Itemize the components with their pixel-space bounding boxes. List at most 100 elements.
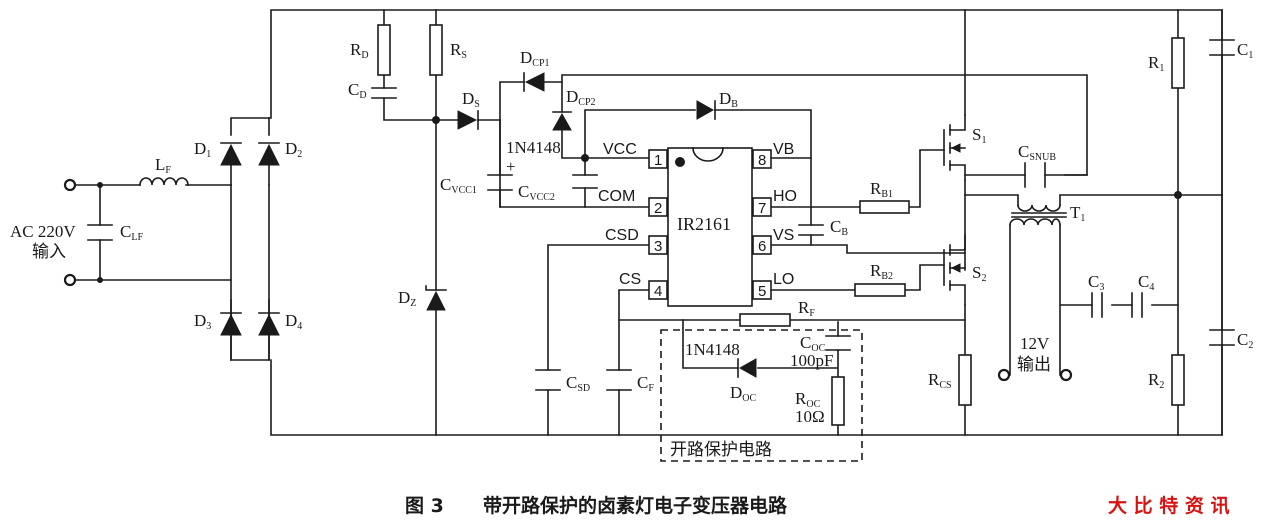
resistor-r2: R2 xyxy=(1148,354,1185,406)
svg-text:DB: DB xyxy=(719,89,738,110)
capacitor-csd: CSD xyxy=(535,369,590,394)
capacitor-c1: C1 xyxy=(1209,39,1253,61)
svg-text:4: 4 xyxy=(654,283,662,300)
dcp2-part-number: 1N4148 xyxy=(506,138,561,157)
junction-dots xyxy=(97,116,1182,283)
svg-text:VB: VB xyxy=(773,141,794,158)
output-label-line2: 输出 xyxy=(1017,355,1051,374)
svg-text:+: + xyxy=(506,157,516,176)
figure-number: 图 3 xyxy=(405,495,444,517)
svg-text:COM: COM xyxy=(598,188,635,205)
svg-text:6: 6 xyxy=(758,238,766,255)
svg-text:CF: CF xyxy=(637,373,654,394)
output-terminals: 12V 输出 xyxy=(997,334,1073,382)
resistor-rb2: RB2 xyxy=(854,261,906,297)
svg-text:3: 3 xyxy=(654,238,662,255)
svg-text:5: 5 xyxy=(758,283,766,300)
svg-text:8: 8 xyxy=(758,152,766,169)
input-label-line1: AC 220V xyxy=(10,222,76,241)
svg-text:S2: S2 xyxy=(972,263,986,284)
svg-text:CSD: CSD xyxy=(605,227,639,244)
diode-db: DB xyxy=(696,89,738,120)
svg-text:DS: DS xyxy=(462,89,480,110)
input-terminal-top xyxy=(63,178,77,192)
resistor-rb1: RB1 xyxy=(859,179,910,214)
svg-text:C4: C4 xyxy=(1138,272,1154,293)
svg-text:DOC: DOC xyxy=(730,383,757,404)
diode-dcp1: DCP1 xyxy=(520,48,550,92)
svg-text:HO: HO xyxy=(773,188,797,205)
capacitor-csnub: CSNUB xyxy=(1018,142,1056,188)
svg-text:RD: RD xyxy=(350,40,369,61)
doc-part-number: 1N4148 xyxy=(685,340,740,359)
watermark: 大 比 特 资 讯 xyxy=(1108,494,1229,517)
svg-text:2: 2 xyxy=(654,200,662,217)
coc-value: 100pF xyxy=(790,351,833,370)
capacitor-cf: CF xyxy=(606,369,654,394)
svg-text:D3: D3 xyxy=(194,311,211,332)
capacitor-cvcc2: CVCC2 xyxy=(518,174,598,203)
svg-text:COC: COC xyxy=(800,333,826,354)
svg-text:D2: D2 xyxy=(285,139,302,160)
input-terminals: AC 220V 输入 xyxy=(10,178,77,287)
svg-text:CD: CD xyxy=(348,80,367,101)
zener-dz: DZ xyxy=(398,285,447,311)
svg-text:C1: C1 xyxy=(1237,40,1253,61)
resistor-rf: RF xyxy=(739,298,815,327)
resistor-rs: RS xyxy=(429,24,467,76)
capacitor-cvcc1: + CVCC1 xyxy=(440,157,516,196)
capacitor-c4: C4 xyxy=(1131,272,1154,318)
svg-text:1: 1 xyxy=(654,152,662,169)
diode-dcp2: DCP2 1N4148 xyxy=(506,87,596,157)
svg-text:CSNUB: CSNUB xyxy=(1018,142,1056,163)
resistor-rcs: RCS xyxy=(928,354,972,406)
svg-text:CSD: CSD xyxy=(566,373,590,394)
capacitor-c2: C2 xyxy=(1209,329,1253,351)
svg-text:RS: RS xyxy=(450,40,467,61)
svg-text:RCS: RCS xyxy=(928,370,952,391)
svg-text:RB2: RB2 xyxy=(870,261,893,282)
svg-text:D4: D4 xyxy=(285,311,302,332)
svg-text:D1: D1 xyxy=(194,139,211,160)
inductor-lf: LF xyxy=(139,155,189,186)
svg-text:RF: RF xyxy=(798,298,815,319)
svg-text:ROC: ROC xyxy=(795,389,821,410)
svg-text:S1: S1 xyxy=(972,125,986,146)
diode-ds: DS xyxy=(457,89,480,130)
svg-text:DZ: DZ xyxy=(398,288,416,309)
resistor-r1: R1 xyxy=(1148,37,1185,89)
svg-text:R1: R1 xyxy=(1148,53,1164,74)
transformer-t1: T1 xyxy=(1009,203,1085,226)
svg-text:RB1: RB1 xyxy=(870,179,893,200)
svg-text:CLF: CLF xyxy=(120,222,143,243)
bridge-diodes: D1 D2 D3 D4 xyxy=(194,139,302,336)
open-circuit-protection-block: 开路保护电路 1N4148 DOC COC 100pF ROC 10Ω xyxy=(660,329,863,462)
svg-text:CVCC1: CVCC1 xyxy=(440,175,477,196)
capacitor-c3: C3 xyxy=(1088,272,1104,318)
svg-text:C2: C2 xyxy=(1237,330,1253,351)
capacitor-cd: CD xyxy=(348,80,397,101)
svg-text:CB: CB xyxy=(830,217,848,238)
capacitor-clf: CLF xyxy=(87,222,143,243)
ic-ir2161: IR2161 1 2 3 4 5 6 7 8 VCC COM CSD CS LO… xyxy=(598,141,797,307)
input-label-line2: 输入 xyxy=(32,242,66,261)
wires xyxy=(69,9,1223,436)
capacitor-cb: CB xyxy=(798,217,848,238)
svg-text:VS: VS xyxy=(773,227,794,244)
mosfet-s2: S2 xyxy=(943,234,986,306)
svg-text:C3: C3 xyxy=(1088,272,1104,293)
input-terminal-bottom xyxy=(63,273,77,287)
svg-text:7: 7 xyxy=(758,200,766,217)
svg-text:LO: LO xyxy=(773,271,794,288)
roc-value: 10Ω xyxy=(795,407,825,426)
svg-text:DCP2: DCP2 xyxy=(566,87,596,108)
svg-text:VCC: VCC xyxy=(603,141,637,158)
svg-text:LF: LF xyxy=(155,155,171,176)
svg-text:T1: T1 xyxy=(1070,203,1085,224)
svg-text:DCP1: DCP1 xyxy=(520,48,550,69)
svg-text:CVCC2: CVCC2 xyxy=(518,182,555,203)
figure-title: 带开路保护的卤素灯电子变压器电路 xyxy=(483,494,788,517)
svg-text:CS: CS xyxy=(619,271,641,288)
mosfet-s1: S1 xyxy=(943,114,986,181)
